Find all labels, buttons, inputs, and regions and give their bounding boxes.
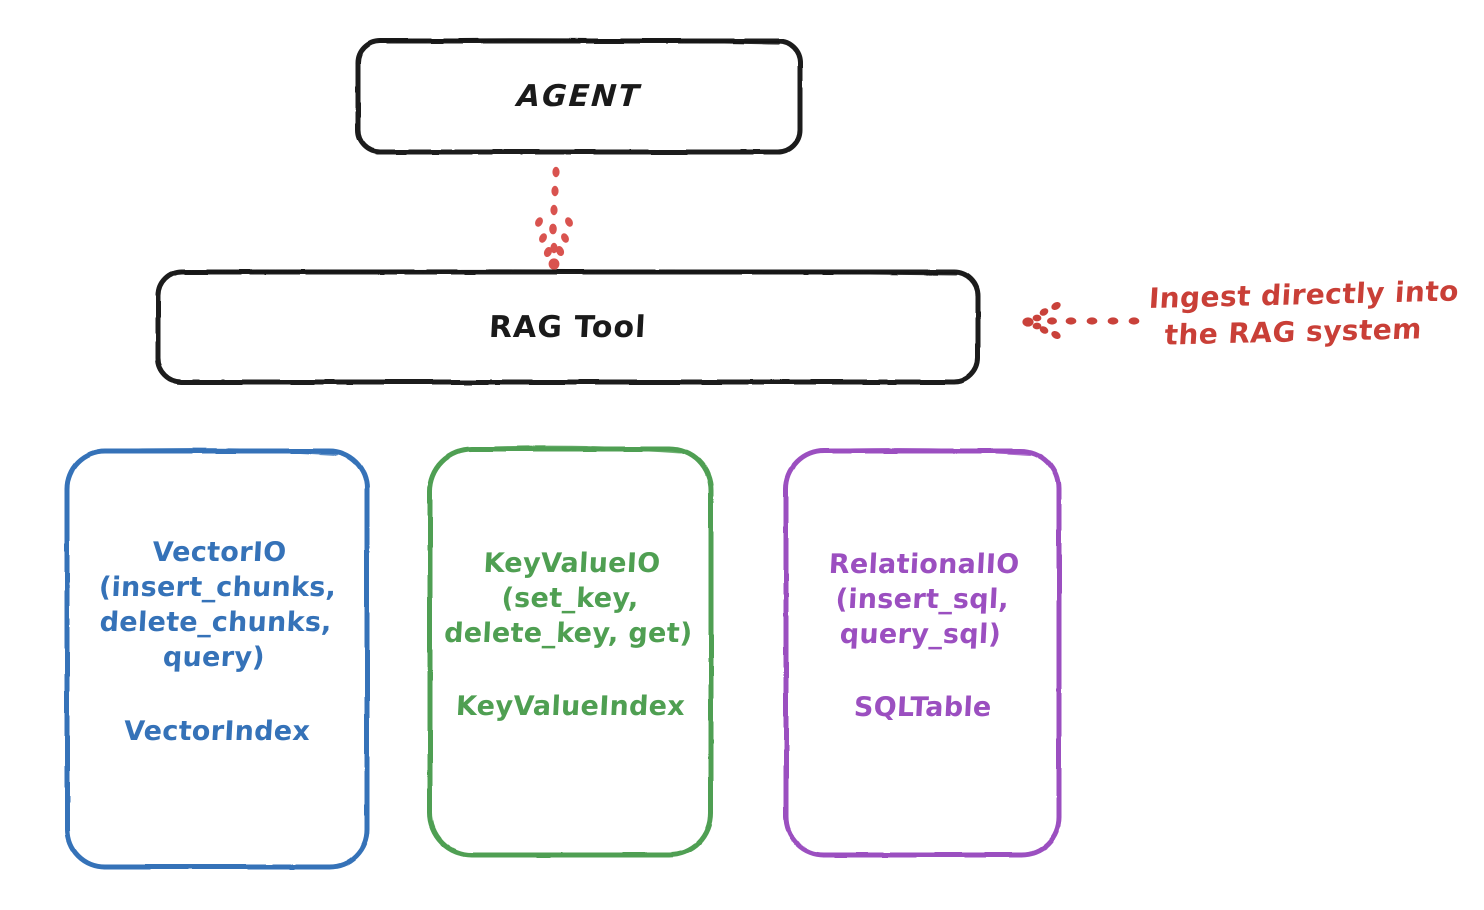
ingest-annotation: Ingest directly into the RAG system [1145,273,1480,355]
vector-io-body: VectorIO (insert_chunks, delete_chunks, … [76,535,358,746]
key-value-index-label: KeyValueIndex [455,691,686,723]
relational-io-api-label: RelationalIO (insert_sql, query_sql) [828,548,1021,651]
vector-io-node[interactable]: VectorIO (insert_chunks, delete_chunks, … [66,450,368,868]
ingest-to-rag-arrow [1022,302,1140,339]
key-value-io-api-label: KeyValueIO (set_key, delete_key, get) [443,547,694,650]
key-value-io-body: KeyValueIO (set_key, delete_key, get) Ke… [439,546,702,722]
relational-io-node[interactable]: RelationalIO (insert_sql, query_sql) SQL… [785,450,1060,856]
sql-table-label: SQLTable [852,692,993,724]
ingest-annotation-line-2: the RAG system [1163,312,1423,352]
agent-to-rag-arrow [535,166,573,270]
vector-io-api-label: VectorIO (insert_chunks, delete_chunks, … [98,537,338,674]
relational-io-body: RelationalIO (insert_sql, query_sql) SQL… [795,547,1050,723]
rag-tool-label: RAG Tool [488,309,648,345]
key-value-io-node[interactable]: KeyValueIO (set_key, delete_key, get) Ke… [429,448,712,856]
rag-tool-node[interactable]: RAG Tool [157,271,979,383]
vector-index-label: VectorIndex [123,715,311,747]
agent-label: AGENT [515,79,643,114]
agent-node[interactable]: AGENT [357,40,801,153]
